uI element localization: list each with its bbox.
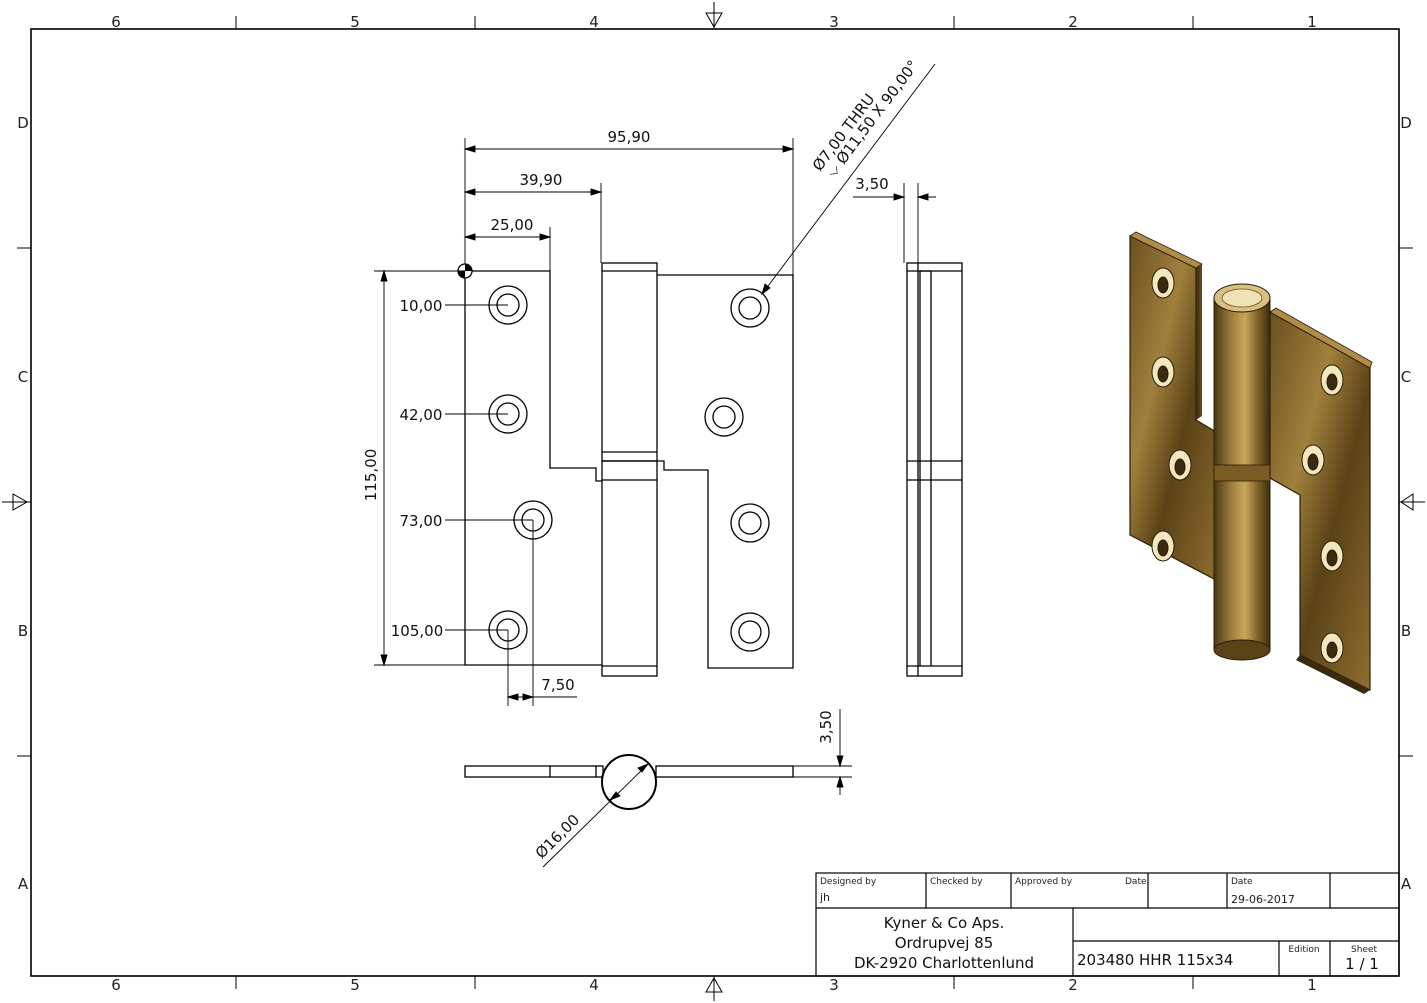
sheet-label: Sheet (1351, 945, 1377, 955)
company-city: DK-2920 Charlottenlund (854, 954, 1034, 972)
zone-labels: 6 5 4 3 2 1 6 5 4 3 2 1 D C B A D C B A (17, 13, 1412, 994)
part-title: 203480 HHR 115x34 (1077, 951, 1233, 969)
bottom-view-dimensions (542, 709, 852, 868)
hinge-right-holes (1301, 364, 1344, 664)
dim-width-mid: 39,90 (520, 171, 563, 189)
edition-label: Edition (1288, 945, 1319, 955)
zone-row-left-c: C (18, 368, 28, 386)
zone-row-left-b: B (18, 622, 28, 640)
zone-row-right-d: D (1400, 114, 1412, 132)
dim-pin-diameter: Ø16,00 (532, 811, 583, 862)
zone-col-bottom-4: 4 (589, 976, 599, 994)
sheet-value: 1 / 1 (1345, 955, 1379, 973)
dim-height-total: 115,00 (362, 449, 380, 502)
zone-row-right-c: C (1401, 368, 1411, 386)
zone-col-top-5: 5 (350, 13, 360, 31)
left-leaf-outline (464, 270, 602, 666)
dim-hole-offset: 7,50 (541, 676, 574, 694)
title-block-text: Designed by jh Checked by Approved by Da… (819, 877, 1379, 973)
hole-callout-line2: ⌵ Ø11,50 X 90,00° (823, 57, 922, 181)
approved-by-label: Approved by (1015, 877, 1073, 887)
date-label-1: Date (1125, 877, 1147, 887)
checked-by-label: Checked by (930, 877, 983, 887)
side-view (906, 262, 963, 677)
designed-by-label: Designed by (820, 877, 877, 887)
title-block (815, 872, 1400, 977)
bottom-view (464, 754, 794, 810)
right-leaf-outline (657, 274, 794, 669)
dim-thickness-side: 3,50 (855, 175, 888, 193)
company-street: Ordrupvej 85 (895, 934, 994, 952)
zone-col-top-6: 6 (111, 13, 121, 31)
knuckle-lower (601, 460, 658, 677)
zone-row-left-d: D (17, 114, 29, 132)
zone-col-top-2: 2 (1068, 13, 1078, 31)
side-view-dimensions (853, 183, 936, 263)
dim-width-left: 25,00 (491, 216, 534, 234)
dim-hole-4: 105,00 (391, 622, 444, 640)
front-view-dimension-labels: 95,90 39,90 25,00 115,00 10,00 42,00 73,… (362, 57, 922, 694)
dim-width-total: 95,90 (608, 128, 651, 146)
zone-col-bottom-5: 5 (350, 976, 360, 994)
zone-row-right-b: B (1401, 622, 1411, 640)
hinge-right-leaf (1269, 310, 1371, 691)
zone-col-bottom-6: 6 (111, 976, 121, 994)
zone-row-left-a: A (18, 875, 29, 893)
front-view (457, 262, 794, 677)
hinge-3d-render (1129, 231, 1373, 694)
zone-row-right-a: A (1401, 875, 1412, 893)
zone-col-top-1: 1 (1307, 13, 1317, 31)
front-view-dimensions (374, 63, 936, 706)
right-leaf-holes (704, 288, 770, 652)
date-value: 29-06-2017 (1231, 893, 1295, 906)
company-name: Kyner & Co Aps. (884, 914, 1005, 932)
left-leaf-holes (488, 285, 553, 650)
dim-hole-3: 73,00 (400, 512, 443, 530)
zone-col-bottom-1: 1 (1307, 976, 1317, 994)
dim-hole-1: 10,00 (400, 297, 443, 315)
hinge-left-holes (1151, 267, 1192, 562)
zone-col-top-4: 4 (589, 13, 599, 31)
dim-hole-2: 42,00 (400, 406, 443, 424)
zone-ticks (17, 16, 1413, 989)
dim-thickness-bottom: 3,50 (817, 710, 835, 743)
knuckle-upper (601, 262, 658, 462)
date-label-2: Date (1231, 877, 1253, 887)
zone-col-bottom-2: 2 (1068, 976, 1078, 994)
designed-by-value: jh (819, 891, 830, 904)
zone-col-top-3: 3 (829, 13, 839, 31)
zone-col-bottom-3: 3 (829, 976, 839, 994)
